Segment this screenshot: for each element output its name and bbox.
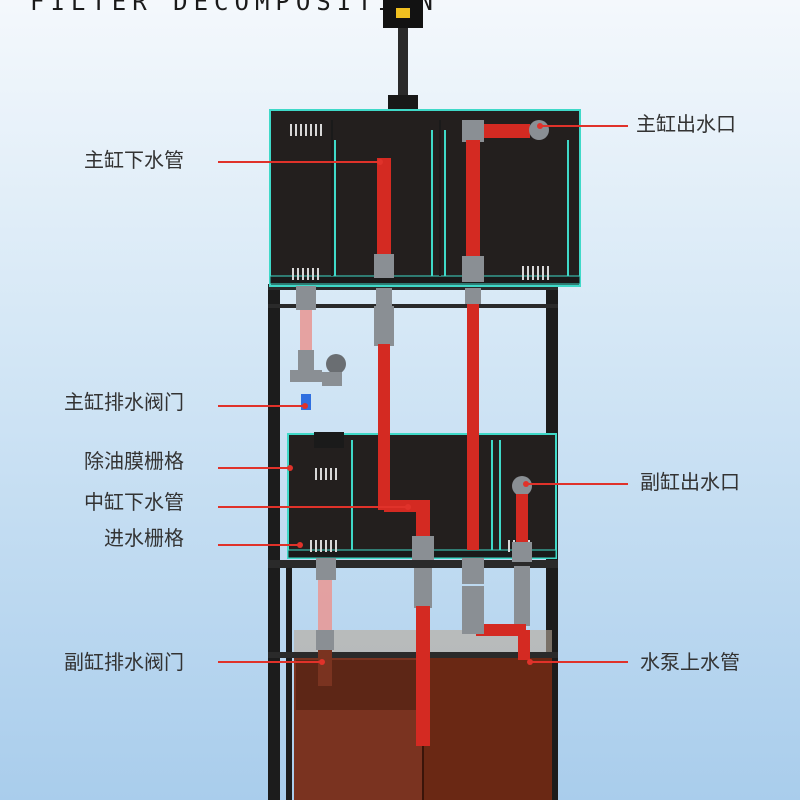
- main-tank-down-pipe: [374, 158, 394, 510]
- label-pump-up-pipe: 水泵上水管: [640, 650, 740, 674]
- label-main-tank-drain-valve: 主缸排水阀门: [64, 390, 184, 414]
- middle-tank-down-pipe: [384, 500, 434, 746]
- main-tank-return-pipe: [462, 120, 549, 550]
- label-sub-tank-outlet: 副缸出水口: [640, 470, 740, 494]
- pump-up-pipe: [462, 558, 484, 634]
- label-degreaser-grid: 除油膜栅格: [84, 449, 184, 473]
- leader-lines: [218, 125, 628, 663]
- header-title: FILTER DECOMPOSITION: [30, 0, 439, 16]
- leader-dots: [287, 123, 543, 665]
- label-middle-tank-down-pipe: 中缸下水管: [84, 490, 184, 514]
- label-sub-tank-drain-valve: 副缸排水阀门: [64, 650, 184, 674]
- label-main-tank-outlet: 主缸出水口: [636, 112, 736, 136]
- main-tank-drain-valve-assembly: [290, 286, 346, 410]
- label-main-tank-down-pipe: 主缸下水管: [84, 148, 184, 172]
- light-fixture: [383, 0, 423, 117]
- sub-tank-drain-valve-assembly: [316, 558, 336, 686]
- sub-tank-outlet-pipe: [476, 476, 532, 660]
- label-inlet-grid: 进水栅格: [104, 526, 184, 550]
- main-tank: [269, 109, 581, 287]
